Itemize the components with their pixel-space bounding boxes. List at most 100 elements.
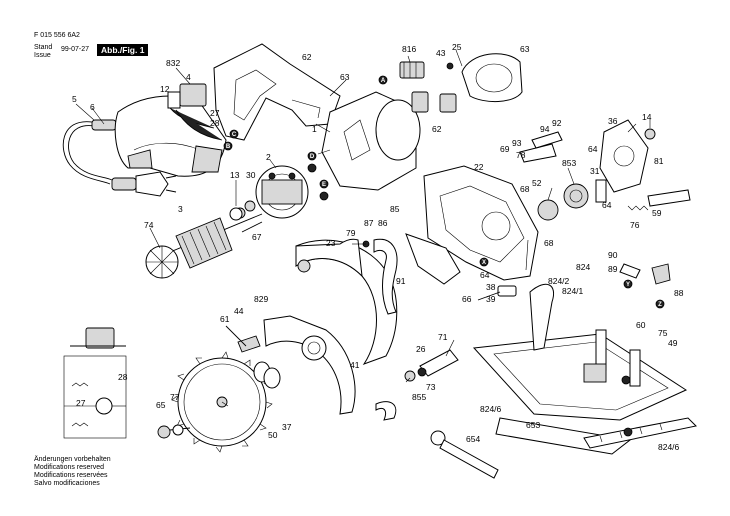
callout-a-2 <box>319 191 329 201</box>
armature-3 <box>145 207 263 279</box>
part-824-6-b: 824/6 <box>658 442 680 452</box>
part-88: 88 <box>674 288 684 298</box>
part-73: 73 <box>426 382 436 392</box>
callout-y-label: Y <box>626 282 630 288</box>
callout-a-label: A <box>381 78 386 84</box>
part-79: 79 <box>346 228 356 238</box>
callout-c-2 <box>307 163 317 173</box>
part-653: 653 <box>526 420 540 430</box>
part-50: 50 <box>268 430 278 440</box>
part-94: 94 <box>540 124 550 134</box>
lower-guard-829 <box>263 315 356 415</box>
part-25: 25 <box>452 42 462 52</box>
part-824: 824 <box>576 262 590 272</box>
part-78: 78 <box>516 150 526 160</box>
note-fr: Modifications reservées <box>34 472 108 479</box>
part-59: 59 <box>652 208 662 218</box>
part-76: 76 <box>630 220 640 230</box>
spindle-lock-59 <box>627 189 691 211</box>
part-71: 71 <box>438 332 448 342</box>
part-62-b: 62 <box>432 124 442 134</box>
part-89: 89 <box>608 264 618 274</box>
part-28-b: 28 <box>118 372 128 382</box>
callout-b <box>223 141 233 151</box>
callout-e-1 <box>319 179 329 189</box>
base-plate <box>472 283 688 421</box>
part-92: 92 <box>552 118 562 128</box>
part-60: 60 <box>636 320 646 330</box>
part-87: 87 <box>364 218 374 228</box>
bearing-13 <box>229 207 243 221</box>
part-654: 654 <box>466 434 480 444</box>
part-91: 91 <box>396 276 406 286</box>
callout-d-1 <box>307 151 317 161</box>
part-85: 85 <box>390 204 400 214</box>
part-61: 61 <box>220 314 230 324</box>
callout-c <box>229 129 239 139</box>
part-69: 69 <box>500 144 510 154</box>
part-41: 41 <box>350 360 360 370</box>
part-824-1: 824/1 <box>562 286 584 296</box>
callout-z-1 <box>655 299 665 309</box>
callout-c-label: C <box>232 132 237 138</box>
part-28-a: 28 <box>210 118 220 128</box>
note-de: Änderungen vorbehalten <box>34 456 111 463</box>
part-75: 75 <box>658 328 668 338</box>
bearing-30 <box>244 200 256 212</box>
callout-z-2 <box>621 375 631 385</box>
part-27-b: 27 <box>76 398 86 408</box>
guide-38 <box>477 285 517 301</box>
part-2: 2 <box>266 152 271 162</box>
part-77: 77 <box>170 392 180 402</box>
part-12: 12 <box>160 84 170 94</box>
parallel-guide-653 <box>495 417 698 455</box>
washer-37 <box>263 367 281 389</box>
part-68-a: 68 <box>520 184 530 194</box>
lever-44 <box>225 325 261 353</box>
power-cord <box>62 119 177 197</box>
part-4: 4 <box>186 72 191 82</box>
gear-train <box>537 179 607 221</box>
riving-knife-91 <box>362 233 461 315</box>
part-52: 52 <box>532 178 542 188</box>
part-30: 30 <box>246 170 256 180</box>
doc-number: F 015 556 6A2 <box>34 32 80 39</box>
part-43: 43 <box>436 48 446 58</box>
part-90: 90 <box>608 250 618 260</box>
part-14: 14 <box>642 112 652 122</box>
bracket-94 <box>519 131 563 163</box>
notes-block: Änderungen vorbehalten Modifications res… <box>34 456 111 488</box>
issue-label: Issue <box>34 52 51 59</box>
leader-lines <box>75 49 651 407</box>
part-824-2: 824/2 <box>548 276 570 286</box>
callout-d-label: D <box>310 154 315 160</box>
part-832: 832 <box>166 58 180 68</box>
motor-housing-1 <box>317 91 421 191</box>
part-23: 23 <box>326 238 336 248</box>
note-en: Modifications reserved <box>34 464 105 471</box>
part-number-labels: 832 62 816 43 25 63 5 6 4 12 27 28 63 1 … <box>72 42 684 452</box>
part-36: 36 <box>608 116 618 126</box>
part-64-c: 64 <box>480 270 490 280</box>
switch-assembly <box>167 83 223 141</box>
part-816: 816 <box>402 44 416 54</box>
wrench-654 <box>430 430 499 479</box>
part-22: 22 <box>474 162 484 172</box>
part-39: 39 <box>486 294 496 304</box>
part-5: 5 <box>72 94 77 104</box>
part-66: 66 <box>462 294 472 304</box>
callout-x-1 <box>479 257 489 267</box>
part-44: 44 <box>234 306 244 316</box>
callout-a <box>378 75 388 85</box>
figure-label: Abb./Fig. 1 <box>97 44 149 56</box>
brush-holder-816 <box>399 61 457 113</box>
part-63-a: 63 <box>520 44 530 54</box>
blade-guard-23 <box>295 238 398 365</box>
bearing-flange-36 <box>599 119 656 193</box>
part-64-b: 64 <box>602 200 612 210</box>
callout-e-label: E <box>322 182 326 188</box>
part-829: 829 <box>254 294 268 304</box>
part-27-a: 27 <box>210 108 220 118</box>
part-64-a: 64 <box>588 144 598 154</box>
